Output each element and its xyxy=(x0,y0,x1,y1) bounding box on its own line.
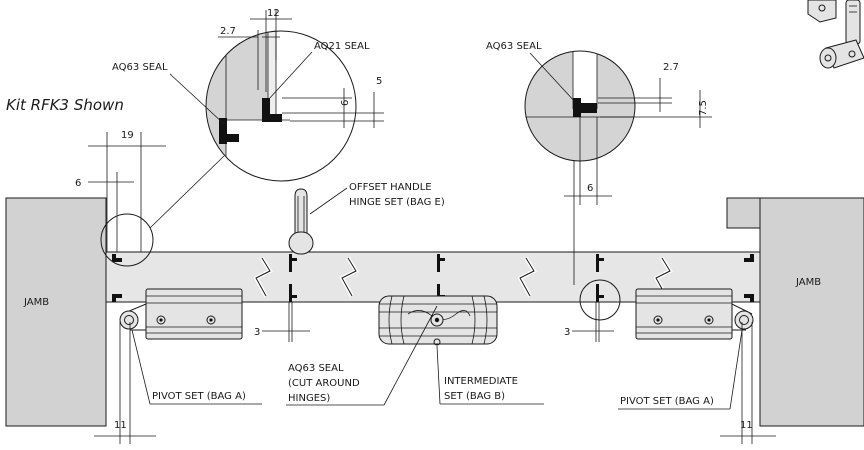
label-aq63-right: AQ63 SEAL xyxy=(486,41,577,104)
label-intermediate: INTERMEDIATE SET (BAG B) xyxy=(436,345,544,405)
label-aq63-left: AQ63 SEAL xyxy=(112,62,225,125)
label-pivot-left: PIVOT SET (BAG A) xyxy=(131,329,262,405)
detail-connector-left xyxy=(149,155,225,229)
detail-circle-left xyxy=(205,30,357,182)
label-aq63-seal-left: AQ63 SEAL xyxy=(112,62,168,73)
dim-11-right: 11 xyxy=(720,322,776,444)
label-pivot-set-left: PIVOT SET (BAG A) xyxy=(152,391,246,402)
dim-2-7-left-text: 2.7 xyxy=(220,26,236,37)
label-intermediate-line2: SET (BAG B) xyxy=(444,391,505,402)
dim-19-text: 19 xyxy=(121,130,134,141)
detail-marker-left xyxy=(100,213,154,267)
dim-3-right: 3 xyxy=(564,302,614,342)
label-aq63-cut: AQ63 SEAL (CUT AROUND HINGES) xyxy=(286,305,438,406)
dim-2-7-right-text: 2.7 xyxy=(663,62,679,73)
label-pivot-set-right: PIVOT SET (BAG A) xyxy=(620,396,714,407)
offset-handle-hinge xyxy=(288,188,314,255)
label-aq63-cut-line3: HINGES) xyxy=(288,393,330,404)
dim-7-5: 7.5 xyxy=(600,90,712,128)
dim-7-5-text: 7.5 xyxy=(698,100,709,116)
dim-3-left: 3 xyxy=(254,302,310,342)
dim-5-text: 5 xyxy=(376,76,382,87)
right-jamb-label: JAMB xyxy=(795,277,821,288)
label-pivot-right: PIVOT SET (BAG A) xyxy=(618,329,743,410)
label-aq63-seal-right: AQ63 SEAL xyxy=(486,41,542,52)
dim-3-right-text: 3 xyxy=(564,327,570,338)
dim-6-detail-left: 6 xyxy=(282,88,352,128)
label-aq63-cut-line1: AQ63 SEAL xyxy=(288,363,344,374)
dim-2-7-right: 2.7 xyxy=(598,62,679,112)
dim-6-right-text: 6 xyxy=(587,183,593,194)
label-offset-handle: OFFSET HANDLE HINGE SET (BAG E) xyxy=(309,182,445,215)
right-pivot-set xyxy=(635,288,754,340)
dim-6-detail-left-text: 6 xyxy=(340,100,351,106)
joint-seals xyxy=(112,254,754,302)
dim-5: 5 xyxy=(282,76,384,128)
dim-3-left-text: 3 xyxy=(254,327,260,338)
dim-12: 12 xyxy=(250,8,292,92)
break-marks xyxy=(253,256,673,297)
right-jamb: JAMB xyxy=(726,197,864,427)
label-aq21: AQ21 SEAL xyxy=(267,41,370,101)
dim-19: 19 xyxy=(88,130,166,252)
hardware-corner-sketch xyxy=(807,0,864,69)
dim-2-7-left: 2.7 xyxy=(218,26,280,90)
dim-6-right: 6 xyxy=(564,117,612,205)
label-offset-handle-line2: HINGE SET (BAG E) xyxy=(349,197,445,208)
intermediate-set xyxy=(378,295,498,346)
kit-title: Kit RFK3 Shown xyxy=(6,96,124,114)
dim-11-left: 11 xyxy=(94,322,156,444)
label-intermediate-line1: INTERMEDIATE xyxy=(444,376,518,387)
left-jamb-label: JAMB xyxy=(23,297,49,308)
left-pivot-set xyxy=(119,288,243,340)
dim-6-left-text: 6 xyxy=(75,178,81,189)
dim-6-left: 6 xyxy=(75,172,134,252)
detail-marker-right xyxy=(579,279,621,321)
label-aq63-cut-line2: (CUT AROUND xyxy=(288,378,360,389)
dim-12-text: 12 xyxy=(267,8,280,19)
dim-11-right-text: 11 xyxy=(740,420,753,431)
label-aq21-seal: AQ21 SEAL xyxy=(314,41,370,52)
label-offset-handle-line1: OFFSET HANDLE xyxy=(349,182,432,193)
left-jamb: JAMB xyxy=(5,197,107,427)
